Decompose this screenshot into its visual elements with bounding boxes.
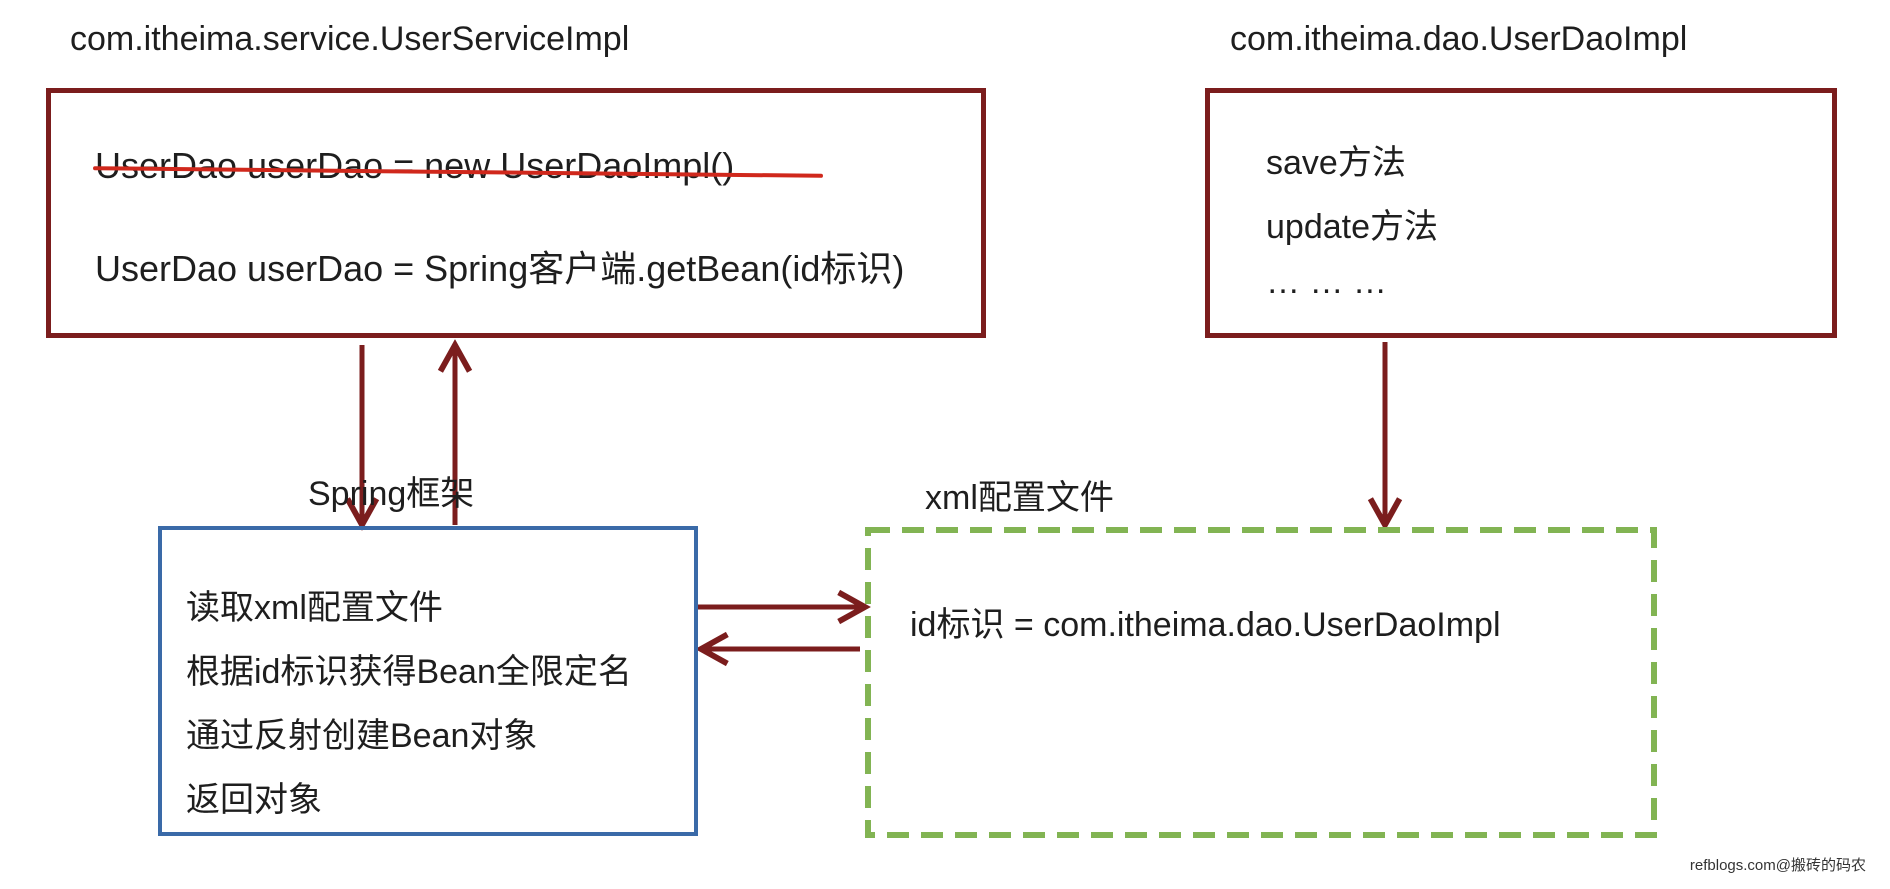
xml-config-entry: id标识 = com.itheima.dao.UserDaoImpl [910, 606, 1501, 644]
dao-class-title: com.itheima.dao.UserDaoImpl [1230, 20, 1688, 58]
dao-method-save: save方法 [1266, 144, 1406, 182]
spring-step-read-xml: 读取xml配置文件 [186, 589, 443, 627]
dao-method-ellipsis: … … … [1266, 263, 1387, 301]
spring-getbean-line: UserDao userDao = Spring客户端.getBean(id标识… [95, 248, 905, 289]
service-class-title: com.itheima.service.UserServiceImpl [70, 20, 630, 58]
xml-config-label: xml配置文件 [925, 479, 1114, 517]
xml-config-box [865, 527, 1657, 838]
spring-framework-label: Spring框架 [308, 475, 475, 513]
spring-step-return-object: 返回对象 [186, 781, 322, 819]
service-class-box: UserDao userDao = new UserDaoImpl() User… [46, 88, 986, 338]
spring-framework-box: 读取xml配置文件 根据id标识获得Bean全限定名 通过反射创建Bean对象 … [158, 526, 698, 836]
dao-method-update: update方法 [1266, 208, 1438, 246]
spring-step-reflect-create: 通过反射创建Bean对象 [186, 717, 538, 755]
dao-class-box: save方法 update方法 … … … [1205, 88, 1837, 338]
watermark: refblogs.com@搬砖的码农 [1689, 857, 1866, 874]
spring-step-get-qualified-name: 根据id标识获得Bean全限定名 [186, 653, 632, 691]
old-instantiation-line: UserDao userDao = new UserDaoImpl() [95, 145, 735, 186]
